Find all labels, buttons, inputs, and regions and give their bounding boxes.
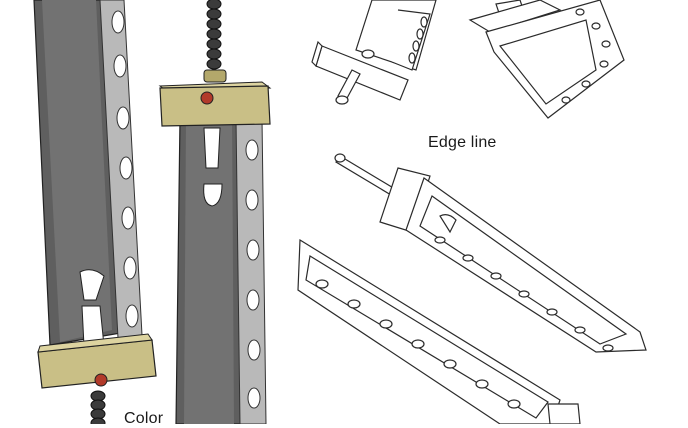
color-sword-middle: [158, 0, 272, 424]
edge-notches: [111, 10, 139, 328]
guard-gem: [200, 91, 214, 105]
grip-collar: [203, 69, 227, 83]
blade-cutout-triangle: [79, 269, 105, 301]
grip: [90, 390, 106, 424]
edge-notches: [561, 8, 611, 104]
edge-notches: [408, 16, 428, 64]
blade-edge-strip: [235, 117, 267, 424]
edge-notches: [245, 139, 261, 409]
lineart-hilt-detail-2: [468, 0, 625, 119]
guard-top: [37, 333, 153, 353]
blade-cutout-triangle: [203, 183, 223, 207]
guard: [547, 403, 581, 424]
caption-color: Color: [124, 410, 164, 427]
guard: [468, 0, 562, 33]
guard-gem: [94, 373, 108, 387]
edge-notches: [434, 236, 614, 352]
caption-edge-line: Edge line: [428, 134, 497, 151]
guard: [159, 85, 271, 127]
grip: [206, 0, 222, 70]
blade-bevel: [42, 0, 112, 342]
color-sword-left: [33, 0, 157, 424]
lineart-sword-flat: [297, 238, 581, 424]
lineart-sword-full: [334, 153, 647, 353]
lineart-hilt-detail-1: [311, 0, 437, 105]
blade-cutout-slot: [203, 127, 221, 169]
edge-notches: [315, 279, 521, 409]
